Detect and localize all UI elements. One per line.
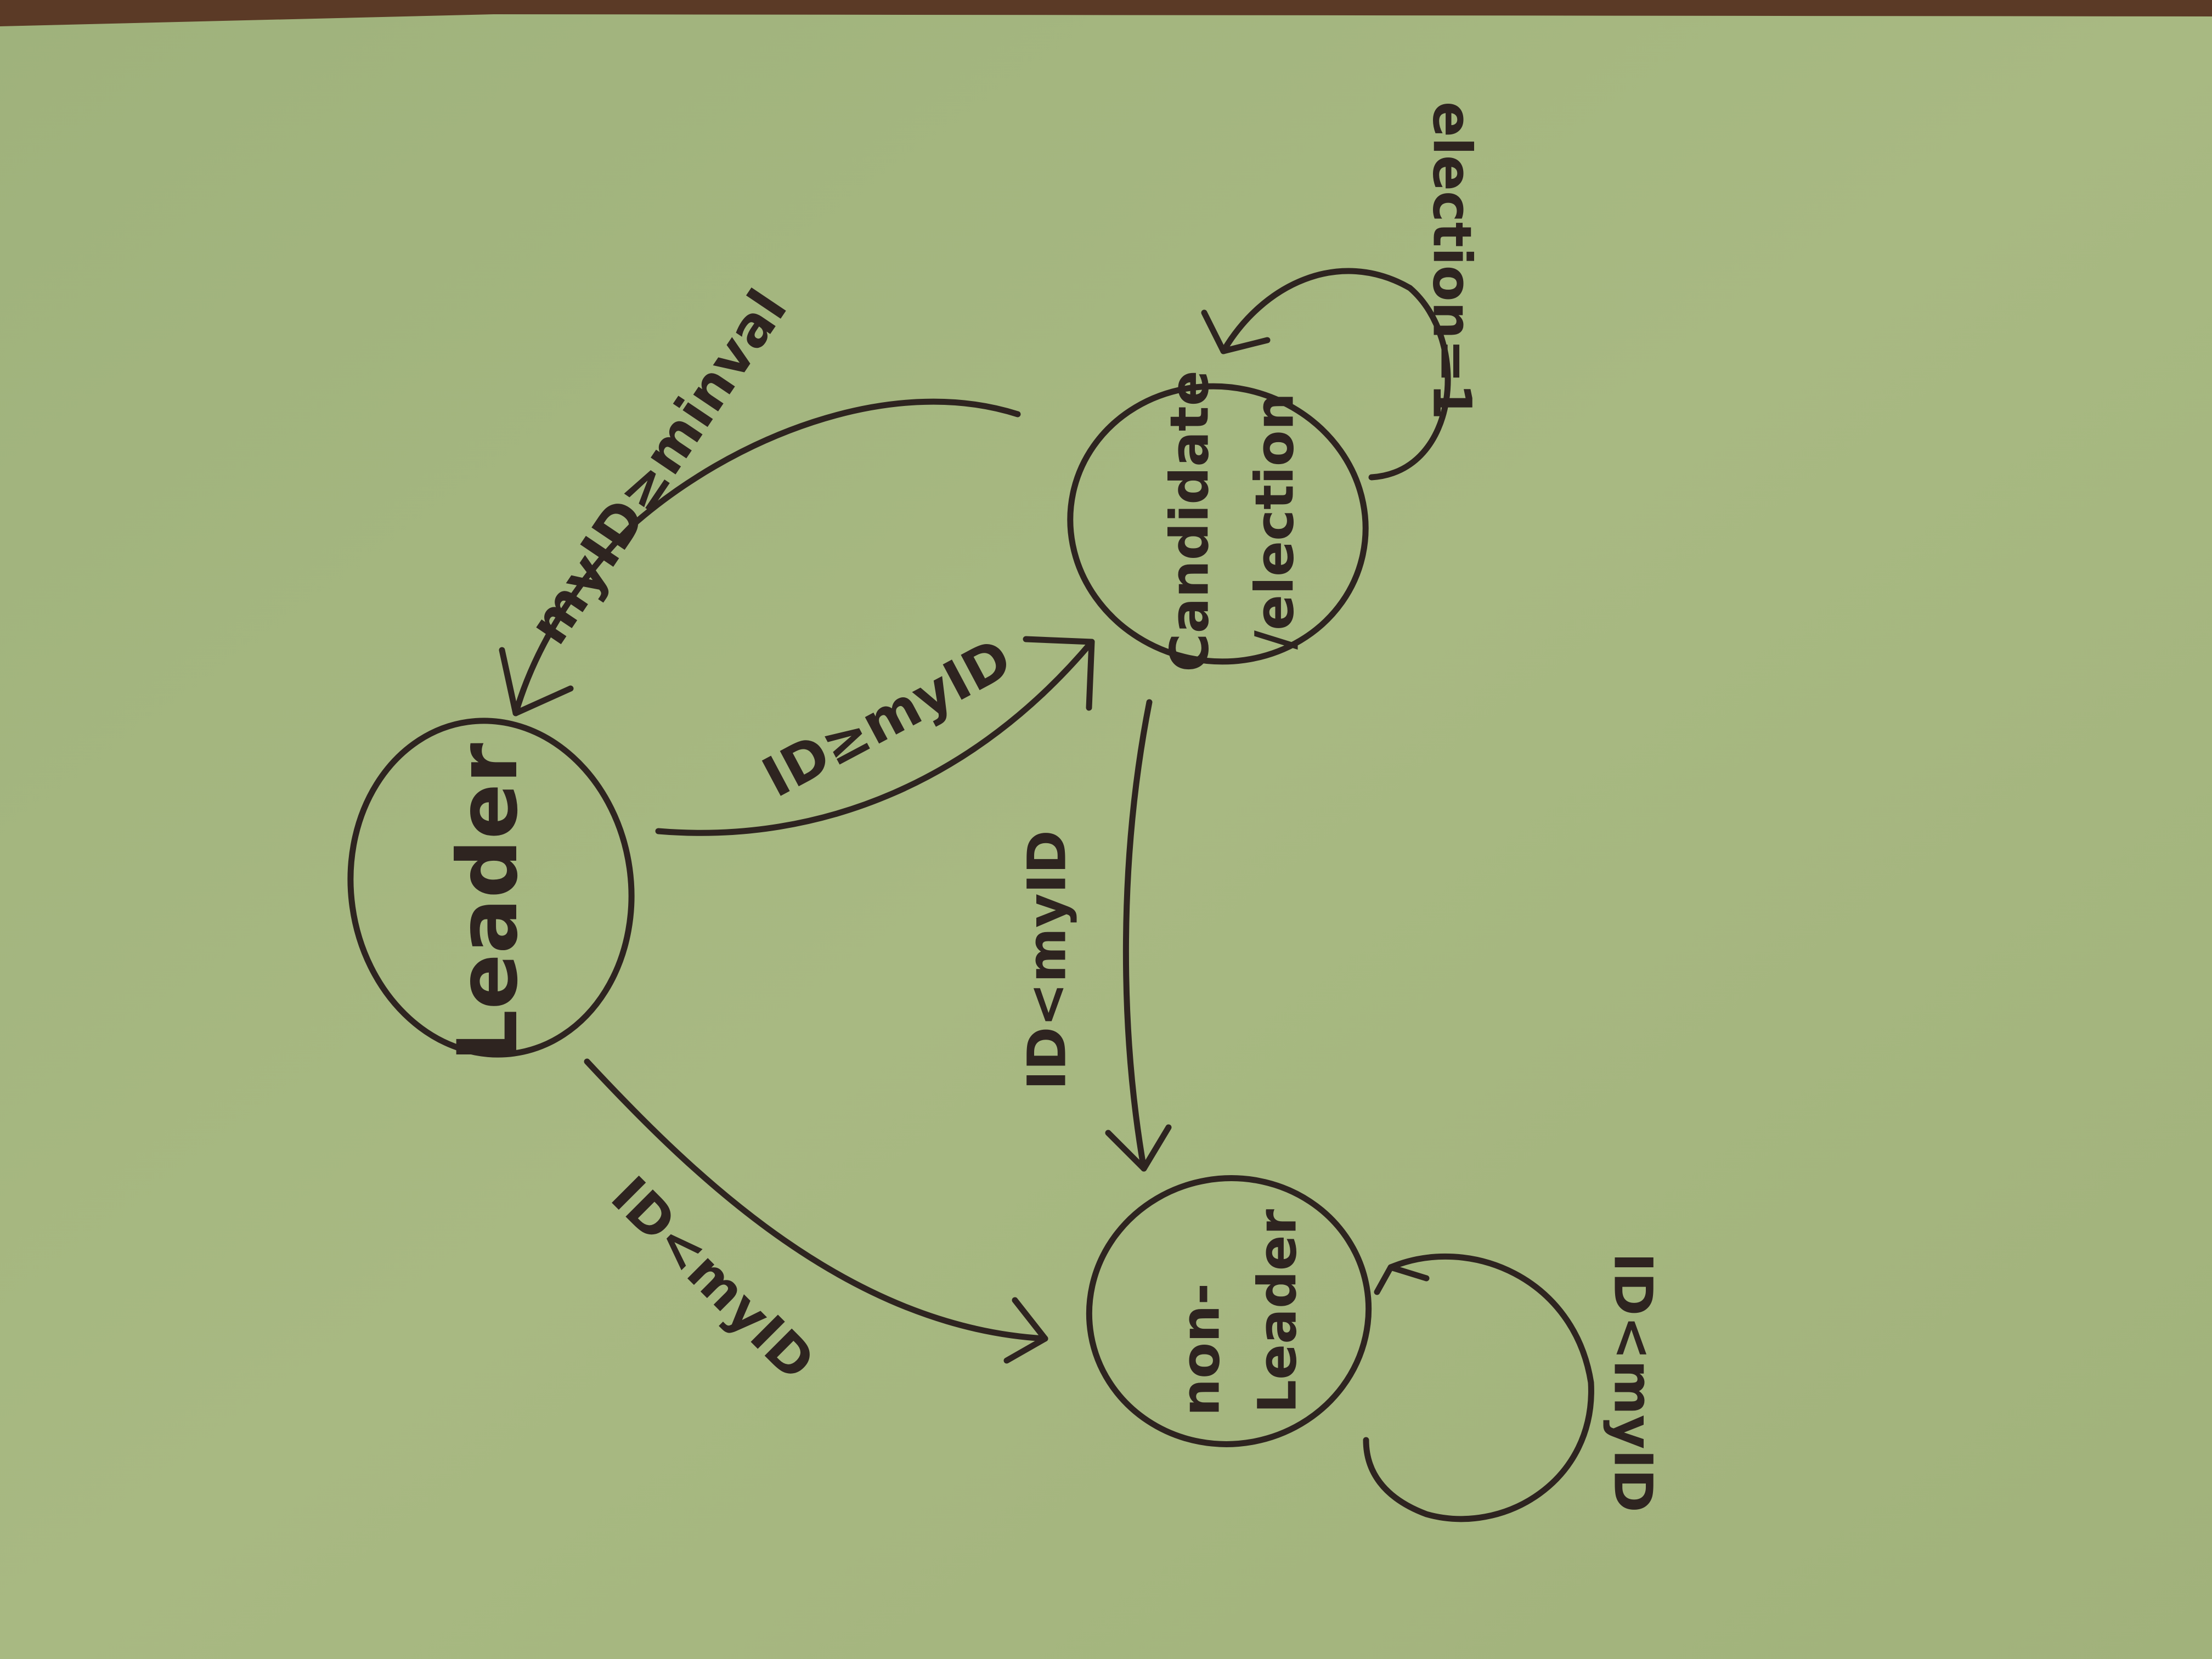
- label-id-lt-myid-right: ID<myID: [1016, 830, 1077, 1090]
- state-leader-label: Leader: [441, 743, 536, 1062]
- state-candidate-label-line2: /election: [1244, 393, 1305, 650]
- arrowhead-icon: [1374, 1264, 1430, 1295]
- label-id-lt-myid-loop: ID<myID: [1602, 1252, 1664, 1513]
- transition-candidate-to-non-leader: ID<myID: [1016, 699, 1172, 1172]
- label-election-eq-1: election=1: [1421, 101, 1483, 420]
- transition-candidate-self-loop: election=1: [1201, 101, 1483, 481]
- state-candidate: Candidate /election: [1067, 370, 1369, 672]
- paper-sheet: [0, 14, 2212, 1659]
- state-non-leader: non- Leader: [1086, 1175, 1372, 1447]
- transition-non-leader-self-loop: ID<myID: [1363, 1252, 1664, 1522]
- state-candidate-label-line1: Candidate: [1159, 370, 1220, 672]
- arrowhead-icon: [1201, 309, 1271, 354]
- arrowhead-icon: [1105, 1124, 1172, 1172]
- arrowhead-icon: [499, 647, 574, 716]
- arrowhead-icon: [1023, 636, 1095, 711]
- arrowhead-icon: [1003, 1297, 1048, 1364]
- state-non-leader-label-line1: non-: [1170, 1283, 1231, 1416]
- state-non-leader-label-line2: Leader: [1246, 1209, 1308, 1413]
- state-leader: Leader: [347, 718, 635, 1062]
